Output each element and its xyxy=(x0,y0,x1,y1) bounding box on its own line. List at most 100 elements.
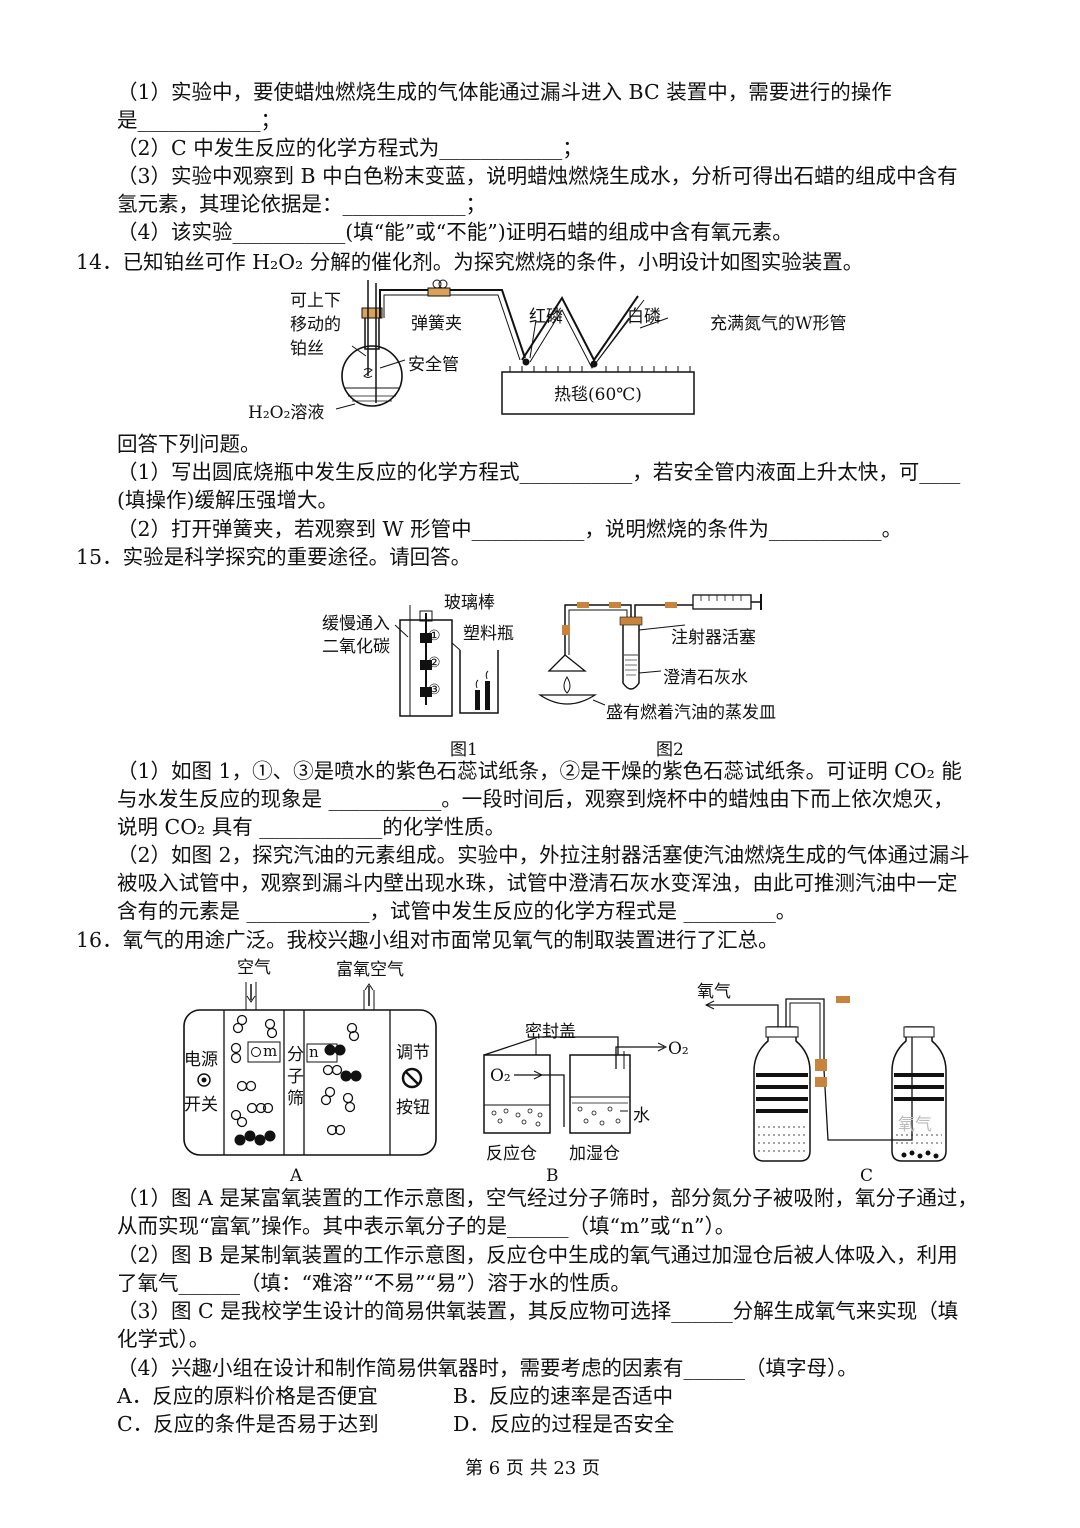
label-glass-rod: 玻璃棒 xyxy=(444,593,495,613)
evaporating-dish xyxy=(537,694,598,705)
reactor-chamber xyxy=(483,1054,551,1134)
red-phosphorus xyxy=(522,358,530,366)
label-rich-air-out: 富氧空气 xyxy=(336,960,404,980)
label-switch: 开关 xyxy=(184,1095,218,1115)
q13-part3-line2: 氢元素，其理论依据是：____________； xyxy=(117,192,486,216)
label-sieve-1: 分 xyxy=(287,1045,304,1065)
q15-part1-line3: 说明 CO₂ 具有 ____________的化学性质。 xyxy=(117,815,506,839)
label-co2-inlet-2: 二氧化碳 xyxy=(322,637,390,657)
beaker xyxy=(459,650,499,714)
q16-figure-b xyxy=(483,1036,668,1134)
bottle-left xyxy=(753,1026,811,1162)
label-n: n xyxy=(309,1043,319,1061)
heat-blanket xyxy=(501,371,695,415)
q16-option-d: D．反应的过程是否安全 xyxy=(453,1412,675,1436)
spring-clamp xyxy=(427,287,451,297)
syringe xyxy=(692,594,752,610)
q14-part1-line1: （1）写出圆底烧瓶中发生反应的化学方程式___________，若安全管内液面上… xyxy=(117,460,961,484)
label-air-in: 空气 xyxy=(237,958,271,978)
q16-stem: 16．氧气的用途广泛。我校兴趣小组对市面常见氧气的制取装置进行了汇总。 xyxy=(76,928,779,952)
label-red-phosphorus: 红磷 xyxy=(529,307,563,327)
humidifier-chamber xyxy=(569,1054,631,1134)
label-evaporating-dish: 盛有燃着汽油的蒸发皿 xyxy=(606,703,776,723)
label-white-phosphorus: 白磷 xyxy=(627,307,661,327)
label-oxygen-out: 氧气 xyxy=(697,982,731,1002)
q16-part1-line2: 从而实现“富氧”操作。其中表示氧分子的是______（填“m”或“n”）。 xyxy=(117,1214,736,1238)
q13-part3-line1: （3）实验中观察到 B 中白色粉末变蓝，说明蜡烛燃烧生成水，分析可得出石蜡的组成… xyxy=(117,164,958,188)
power-switch xyxy=(197,1073,211,1087)
label-m: m xyxy=(263,1042,278,1060)
flask xyxy=(341,345,403,407)
label-syringe-plunger: 注射器活塞 xyxy=(671,628,756,648)
q15-part2-line1: （2）如图 2，探究汽油的元素组成。实验中，外拉注射器活塞使汽油燃烧生成的气体通… xyxy=(117,843,970,867)
label-sieve-2: 子 xyxy=(287,1067,304,1087)
q16-option-b: B．反应的速率是否适中 xyxy=(453,1384,674,1408)
adjust-knob xyxy=(401,1067,423,1089)
q13-part2: （2）C 中发生反应的化学方程式为____________； xyxy=(117,136,583,160)
q15-part2-line3: 含有的元素是 ____________，试管中发生反应的化学方程式是 _____… xyxy=(117,899,797,923)
q15-part1-line1: （1）如图 1，①、③是喷水的紫色石蕊试纸条，②是干燥的紫色石蕊试纸条。可证明 … xyxy=(117,759,962,783)
q16-part2-line2: 了氧气______（填：“难溶”“不易”“易”）溶于水的性质。 xyxy=(117,1271,631,1295)
stopper xyxy=(361,307,383,319)
label-plastic-bottle: 塑料瓶 xyxy=(463,624,514,644)
q16-figure-a xyxy=(183,982,437,1156)
q13-part1-line1: （1）实验中，要使蜡烛燃烧生成的气体能通过漏斗进入 BC 装置中，需要进行的操作 xyxy=(117,80,892,104)
white-phosphorus xyxy=(590,360,598,368)
label-strip-1: ① xyxy=(428,628,441,644)
page-footer: 第 6 页 共 23 页 xyxy=(465,1458,600,1479)
label-safety-tube: 安全管 xyxy=(408,355,459,375)
label-figure-a: A xyxy=(290,1166,303,1186)
q15-figure-1 xyxy=(394,605,499,717)
label-strip-3: ③ xyxy=(428,682,441,698)
label-water: 水 xyxy=(633,1106,650,1126)
q14-stem: 14．已知铂丝可作 H₂O₂ 分解的催化剂。为探究燃烧的条件，小明设计如图实验装… xyxy=(76,250,864,274)
q16-part3-line2: 化学式）。 xyxy=(117,1327,210,1351)
label-o2-in: O₂ xyxy=(490,1066,511,1086)
q14-part1-line2: (填操作)缓解压强增大。 xyxy=(117,488,338,512)
q15-part1-line2: 与水发生反应的现象是 ___________。一段时间后，观察到烧杯中的蜡烛由下… xyxy=(117,787,954,811)
label-strip-2: ② xyxy=(428,655,441,671)
label-h2o2-solution: H₂O₂溶液 xyxy=(248,403,325,423)
label-heat-blanket: 热毯(60℃) xyxy=(554,385,642,405)
test-tube xyxy=(622,623,640,690)
q13-part4: （4）该实验___________(填“能”或“不能”)证明石蜡的组成中含有氧元… xyxy=(117,220,793,244)
q15-part2-line2: 被吸入试管中，观察到漏斗内壁出现水珠，试管中澄清石灰水变浑浊，由此可推测汽油中一… xyxy=(117,871,958,895)
oxygen-enricher-body xyxy=(183,1009,437,1156)
bottle-right xyxy=(891,1026,947,1162)
label-sealed-lid: 密封盖 xyxy=(525,1022,576,1042)
label-figure-2: 图2 xyxy=(656,740,684,760)
label-platinum-wire-3: 铂丝 xyxy=(290,339,324,359)
label-knob: 按钮 xyxy=(396,1098,430,1118)
label-bottle-text: 氧气 xyxy=(898,1115,932,1135)
q16-part3-line1: （3）图 C 是我校学生设计的简易供氧装置，其反应物可选择______分解生成氧… xyxy=(117,1299,959,1323)
label-limewater: 澄清石灰水 xyxy=(663,668,748,688)
q14-part2: （2）打开弹簧夹，若观察到 W 形管中___________，说明燃烧的条件为_… xyxy=(117,517,903,541)
flame xyxy=(563,676,571,694)
q14-answer-intro: 回答下列问题。 xyxy=(117,432,261,456)
q13-part1-line2: 是____________； xyxy=(117,108,281,132)
label-figure-1: 图1 xyxy=(450,740,478,760)
label-platinum-wire-1: 可上下 xyxy=(290,291,341,311)
q16-option-a: A．反应的原料价格是否便宜 xyxy=(117,1384,378,1408)
label-o2-out: O₂ xyxy=(668,1039,689,1059)
q16-part2-line1: （2）图 B 是某制氧装置的工作示意图，反应仓中生成的氧气通过加湿仓后被人体吸入… xyxy=(117,1243,958,1267)
label-humidifier: 加湿仓 xyxy=(569,1144,620,1164)
label-platinum-wire-2: 移动的 xyxy=(290,315,341,335)
sealed-lid xyxy=(483,1036,619,1056)
q15-stem: 15．实验是科学探究的重要途径。请回答。 xyxy=(76,545,472,569)
label-power: 电源 xyxy=(184,1050,218,1070)
w-tube xyxy=(521,295,639,362)
q16-option-c: C．反应的条件是否易于达到 xyxy=(117,1412,379,1436)
label-spring-clamp: 弹簧夹 xyxy=(411,314,462,334)
label-figure-b: B xyxy=(546,1166,559,1186)
label-co2-inlet-1: 缓慢通入 xyxy=(322,614,390,634)
q14-apparatus-figure xyxy=(335,279,695,415)
label-adjust: 调节 xyxy=(396,1043,430,1063)
q16-part4: （4）兴趣小组在设计和制作简易供氧器时，需要考虑的因素有______（填字母）。 xyxy=(117,1356,858,1380)
q15-figure-2 xyxy=(537,594,762,706)
label-w-tube: 充满氮气的W形管 xyxy=(710,314,847,334)
q16-figure-c xyxy=(704,996,947,1162)
q16-part1-line1: （1）图 A 是某富氧装置的工作示意图，空气经过分子筛时，部分氮分子被吸附，氧分… xyxy=(117,1186,978,1210)
funnel xyxy=(547,654,587,672)
label-reactor: 反应仓 xyxy=(486,1144,537,1164)
